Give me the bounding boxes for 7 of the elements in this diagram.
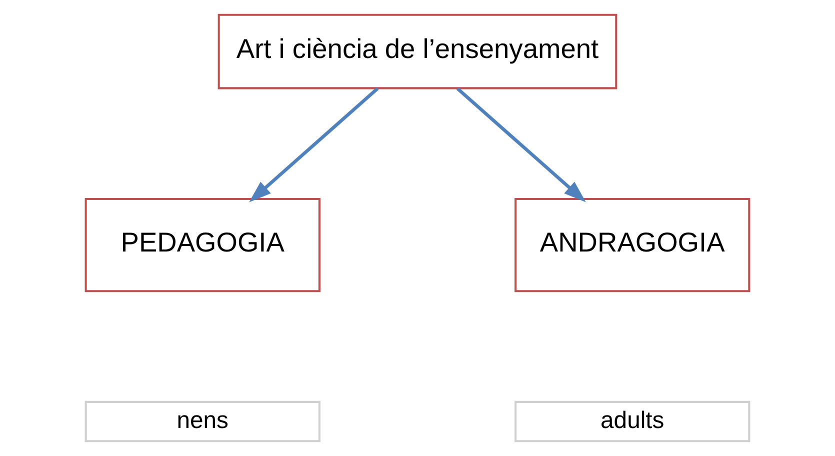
node-box: nens: [84, 400, 320, 442]
node-box: adults: [514, 400, 750, 442]
arrow: [456, 87, 586, 202]
node-box: ANDRAGOGIA: [514, 198, 750, 292]
node-box: PEDAGOGIA: [84, 198, 320, 292]
node-box: Art i ciència de l’ensenyament: [218, 14, 618, 90]
arrow: [249, 87, 379, 202]
